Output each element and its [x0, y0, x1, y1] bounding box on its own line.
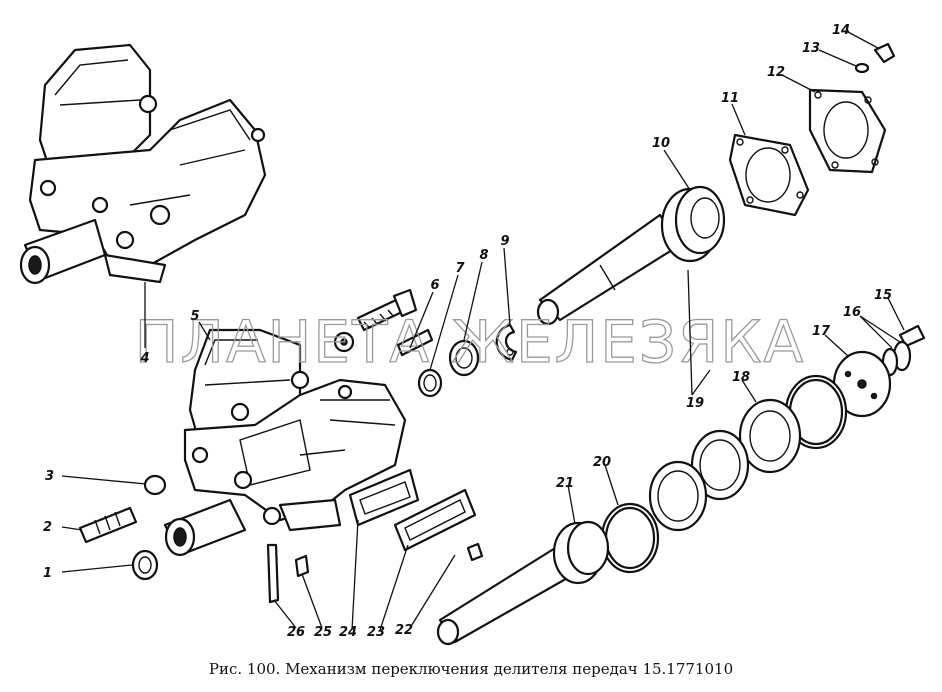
callout-26: 26	[287, 625, 305, 640]
cover-12	[808, 88, 887, 174]
callout-7: 7	[455, 261, 465, 276]
callout-2: 2	[43, 520, 52, 535]
figure-caption: Рис. 100. Механизм переключения делителя…	[208, 660, 734, 678]
callout-11: 11	[721, 91, 739, 106]
nut-3	[143, 474, 167, 496]
detent-25	[294, 554, 310, 578]
bolt-14	[873, 42, 896, 64]
callout-16: 16	[843, 305, 861, 320]
callout-3: 3	[45, 469, 54, 484]
callout-14: 14	[832, 23, 850, 38]
callout-25: 25	[314, 625, 332, 640]
pin-26	[266, 543, 280, 604]
callout-21: 21	[556, 476, 574, 491]
callout-12: 12	[767, 65, 785, 80]
callout-9: 9	[500, 234, 509, 249]
shift-housing-exploded	[163, 328, 407, 557]
callout-17: 17	[812, 324, 831, 339]
callout-labels: 1 2 3 4 5 6 7 8 9 10 11 12 13 14 15 16 1…	[43, 23, 892, 640]
bolt-and-nut-6	[333, 288, 434, 357]
circlip-9	[495, 323, 518, 362]
callout-4: 4	[139, 351, 149, 366]
callout-13: 13	[802, 41, 820, 56]
callout-20: 20	[593, 455, 611, 470]
assembled-shift-mechanism	[19, 43, 267, 285]
callout-5: 5	[190, 309, 199, 324]
callout-19: 19	[686, 396, 704, 411]
callout-15: 15	[874, 288, 892, 303]
washer-8	[448, 339, 480, 377]
callout-1: 1	[43, 566, 52, 581]
callout-22: 22	[395, 623, 413, 638]
seal-18	[738, 398, 802, 474]
callout-18: 18	[732, 370, 750, 385]
washer-13	[854, 62, 870, 74]
watermark-text: ПЛАНЕТА ЖЕЛЕЗЯКА	[135, 308, 805, 376]
callout-24: 24	[339, 625, 357, 640]
gasket-23	[393, 488, 477, 552]
piston-rod-21	[436, 520, 610, 646]
gasket-11	[728, 133, 810, 217]
callout-6: 6	[430, 278, 439, 293]
callout-23: 23	[367, 625, 385, 640]
piston-rod-10	[536, 185, 726, 326]
callout-10: 10	[652, 136, 670, 151]
bolt-22	[466, 542, 484, 562]
bushing-1	[131, 549, 159, 581]
leader-lines	[61, 31, 905, 631]
callout-8: 8	[479, 248, 488, 263]
